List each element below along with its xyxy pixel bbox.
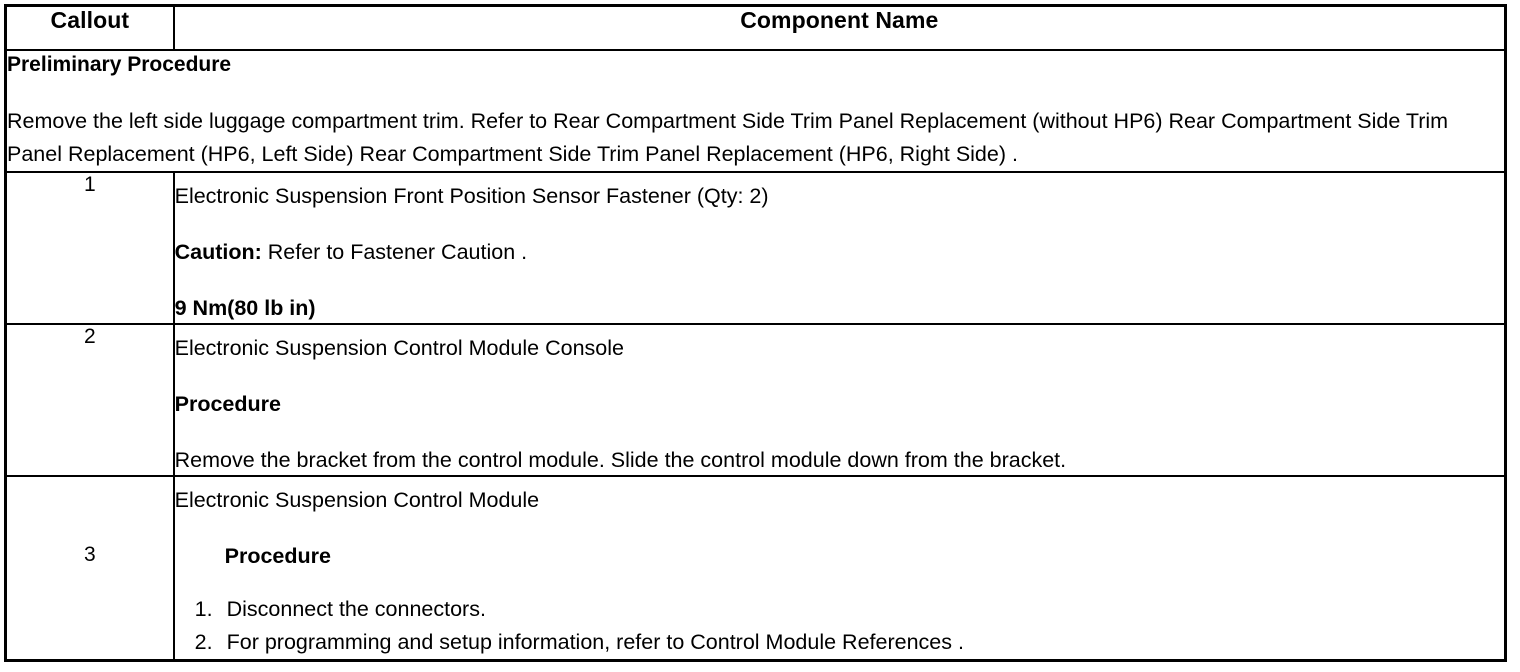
caution-text-1: Refer to Fastener Caution . <box>261 240 528 264</box>
header-label-callout: Callout <box>50 7 130 33</box>
step-number: 2. <box>194 630 213 654</box>
procedure-step: 2. For programming and setup information… <box>175 626 1504 659</box>
procedure-table-container: Callout Component Name Preliminary Proce… <box>4 4 1507 662</box>
component-cell-1: Electronic Suspension Front Position Sen… <box>172 171 1507 325</box>
component-cell-2: Electronic Suspension Control Module Con… <box>172 323 1507 477</box>
torque-spec-1: 9 Nm(80 lb in) <box>174 296 316 320</box>
component-title-3: Electronic Suspension Control Module <box>174 488 540 512</box>
preliminary-procedure-body: Remove the left side luggage compartment… <box>7 109 1449 166</box>
header-cell-component-name: Component Name <box>172 4 1507 51</box>
table-row: 2 Electronic Suspension Control Module C… <box>4 323 1507 477</box>
step-text: Disconnect the connectors. <box>226 597 486 621</box>
component-cell-3: Electronic Suspension Control Module Pro… <box>172 475 1507 662</box>
procedure-step: 1. Disconnect the connectors. <box>175 593 1504 626</box>
step-text: For programming and setup information, r… <box>226 630 964 654</box>
service-procedure-table: Callout Component Name Preliminary Proce… <box>4 4 1507 662</box>
caution-line-1: Caution: Refer to Fastener Caution . <box>175 237 1504 267</box>
preliminary-procedure-cell: Preliminary Procedure Remove the left si… <box>4 49 1507 173</box>
procedure-text-2: Remove the bracket from the control modu… <box>174 448 1067 472</box>
header-label-component-name: Component Name <box>740 7 939 33</box>
step-number: 1. <box>194 597 213 621</box>
component-title-1: Electronic Suspension Front Position Sen… <box>174 184 769 208</box>
procedure-step-list-3: 1. Disconnect the connectors. 2. For pro… <box>175 593 1504 659</box>
callout-number-3: 3 <box>4 475 175 662</box>
preliminary-procedure-title: Preliminary Procedure <box>7 53 232 76</box>
callout-number-1: 1 <box>4 171 175 325</box>
component-title-2: Electronic Suspension Control Module Con… <box>174 336 624 360</box>
table-row: 3 Electronic Suspension Control Module P… <box>4 475 1507 662</box>
preliminary-procedure-row: Preliminary Procedure Remove the left si… <box>4 49 1507 173</box>
callout-number-2: 2 <box>4 323 175 477</box>
procedure-label-3: Procedure <box>224 544 331 568</box>
table-row: 1 Electronic Suspension Front Position S… <box>4 171 1507 325</box>
caution-label-1: Caution: <box>174 240 262 264</box>
table-header-row: Callout Component Name <box>4 4 1507 51</box>
procedure-label-2: Procedure <box>174 392 281 416</box>
header-cell-callout: Callout <box>4 4 175 51</box>
